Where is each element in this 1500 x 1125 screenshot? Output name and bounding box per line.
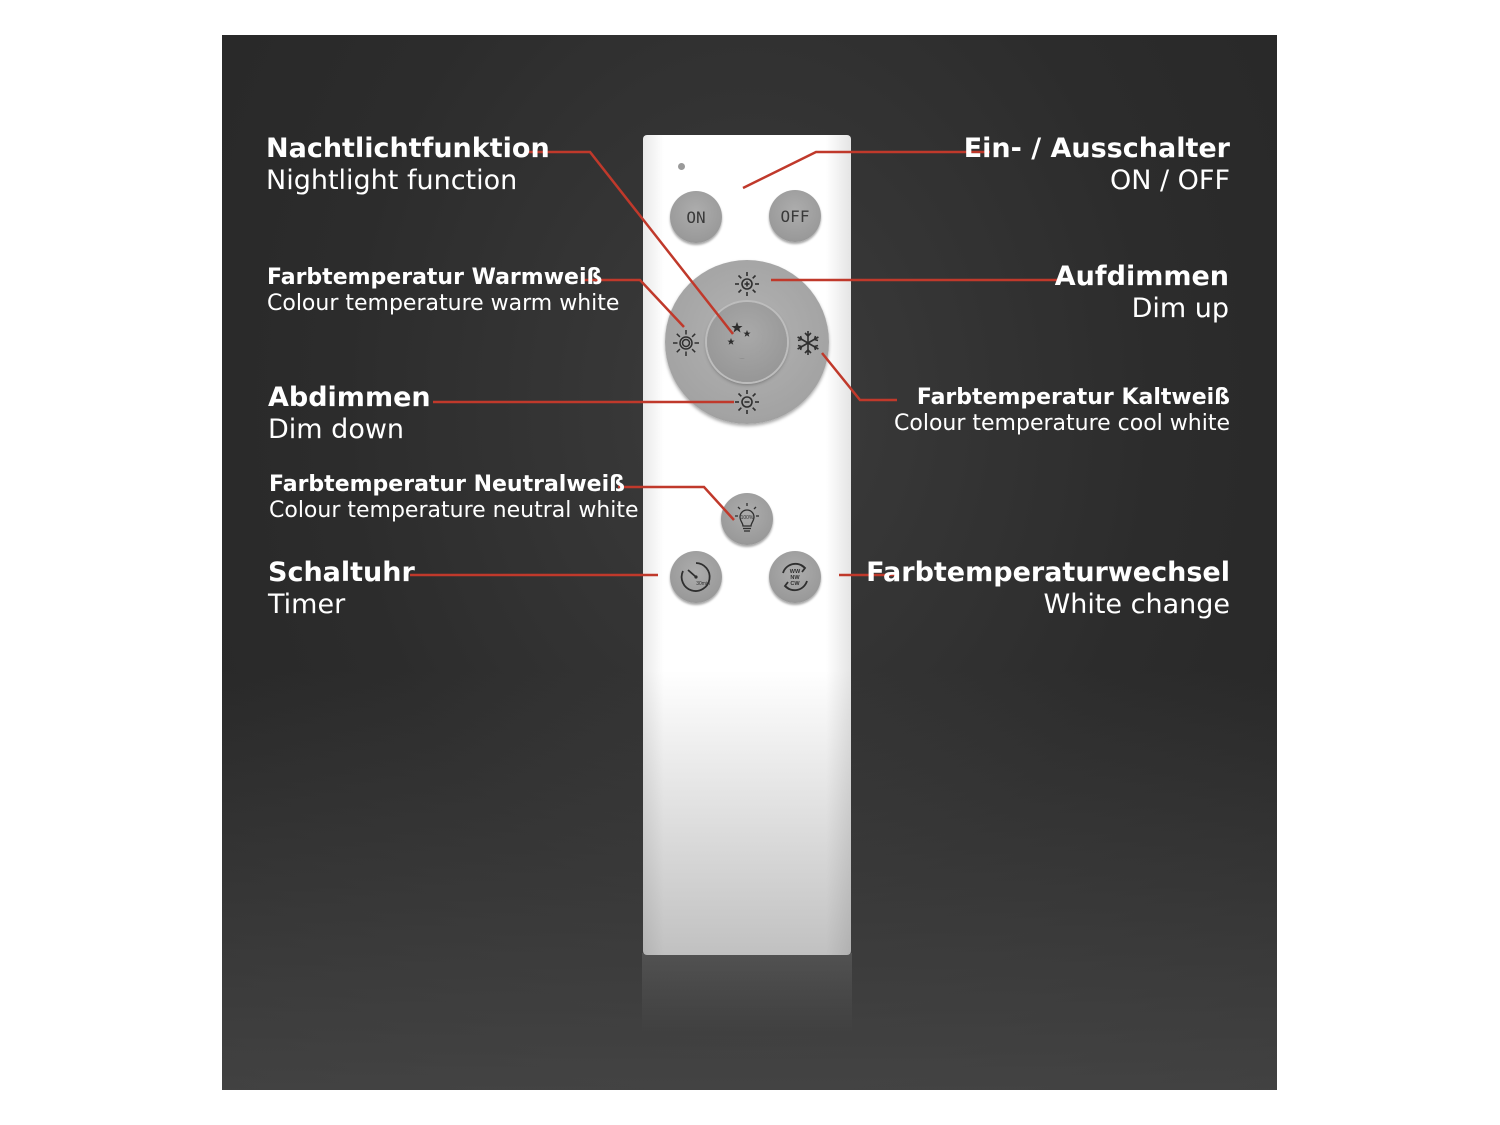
- label-warm-de: Farbtemperatur Warmweiß: [267, 265, 603, 290]
- remote-control: ON OFF: [643, 135, 851, 955]
- neutral-white-button[interactable]: 100%: [721, 493, 773, 545]
- on-button-label: ON: [686, 207, 706, 227]
- warm-white-sun-icon[interactable]: [671, 328, 701, 358]
- label-nightlight-en: Nightlight function: [266, 165, 518, 197]
- moon-stars-icon: [727, 322, 764, 360]
- label-onoff: Ein- / Ausschalter ON / OFF: [964, 133, 1230, 198]
- remote-reflection: [642, 953, 852, 1033]
- label-nightlight: Nachtlichtfunktion Nightlight function: [266, 133, 550, 198]
- label-dim-up-en: Dim up: [1131, 293, 1229, 325]
- dim-down-sun-icon[interactable]: [733, 388, 761, 416]
- label-change: Farbtemperaturwechsel White change: [866, 557, 1230, 622]
- on-button[interactable]: ON: [670, 191, 722, 243]
- label-change-en: White change: [1043, 589, 1230, 621]
- diagram-panel: ON OFF: [222, 35, 1277, 1090]
- label-dim-down-de: Abdimmen: [268, 382, 431, 413]
- label-warm: Farbtemperatur Warmweiß Colour temperatu…: [267, 265, 619, 318]
- snowflake-icon[interactable]: [793, 328, 823, 358]
- nightlight-button[interactable]: [707, 302, 787, 382]
- status-led: [678, 163, 685, 170]
- neutral-percent-text: 100%: [741, 515, 754, 521]
- label-warm-en: Colour temperature warm white: [267, 291, 620, 317]
- light-bulb-icon: 100%: [735, 503, 759, 532]
- timer-clock-icon: 30min: [680, 562, 711, 592]
- label-cool-de: Farbtemperatur Kaltweiß: [916, 385, 1230, 410]
- label-onoff-en: ON / OFF: [1109, 165, 1230, 197]
- label-dim-up-de: Aufdimmen: [1054, 261, 1229, 292]
- label-timer: Schaltuhr Timer: [268, 557, 415, 622]
- label-change-de: Farbtemperaturwechsel: [866, 557, 1230, 588]
- label-cool: Farbtemperatur Kaltweiß Colour temperatu…: [894, 385, 1230, 438]
- change-ww-text: WW: [790, 569, 801, 575]
- cycle-arrows-icon: WW NW CW: [782, 562, 808, 592]
- label-timer-de: Schaltuhr: [268, 557, 415, 588]
- dial-ring[interactable]: [665, 260, 829, 424]
- label-neutral-en: Colour temperature neutral white: [269, 498, 639, 524]
- timer-button[interactable]: 30min: [670, 551, 722, 603]
- label-onoff-de: Ein- / Ausschalter: [963, 133, 1230, 164]
- label-timer-en: Timer: [268, 589, 346, 621]
- off-button[interactable]: OFF: [769, 190, 821, 242]
- timer-minutes-text: 30min: [696, 581, 710, 587]
- label-neutral: Farbtemperatur Neutralweiß Colour temper…: [269, 472, 639, 525]
- label-neutral-de: Farbtemperatur Neutralweiß: [269, 472, 625, 497]
- label-dim-up: Aufdimmen Dim up: [1055, 261, 1229, 326]
- off-button-label: OFF: [780, 206, 810, 226]
- label-nightlight-de: Nachtlichtfunktion: [266, 133, 550, 164]
- label-dim-down: Abdimmen Dim down: [268, 382, 431, 447]
- white-change-button[interactable]: WW NW CW: [769, 551, 821, 603]
- dim-up-sun-icon[interactable]: [733, 270, 761, 298]
- change-cw-text: CW: [790, 581, 800, 587]
- label-dim-down-en: Dim down: [268, 414, 405, 446]
- change-nw-text: NW: [790, 575, 800, 581]
- label-cool-en: Colour temperature cool white: [894, 411, 1230, 437]
